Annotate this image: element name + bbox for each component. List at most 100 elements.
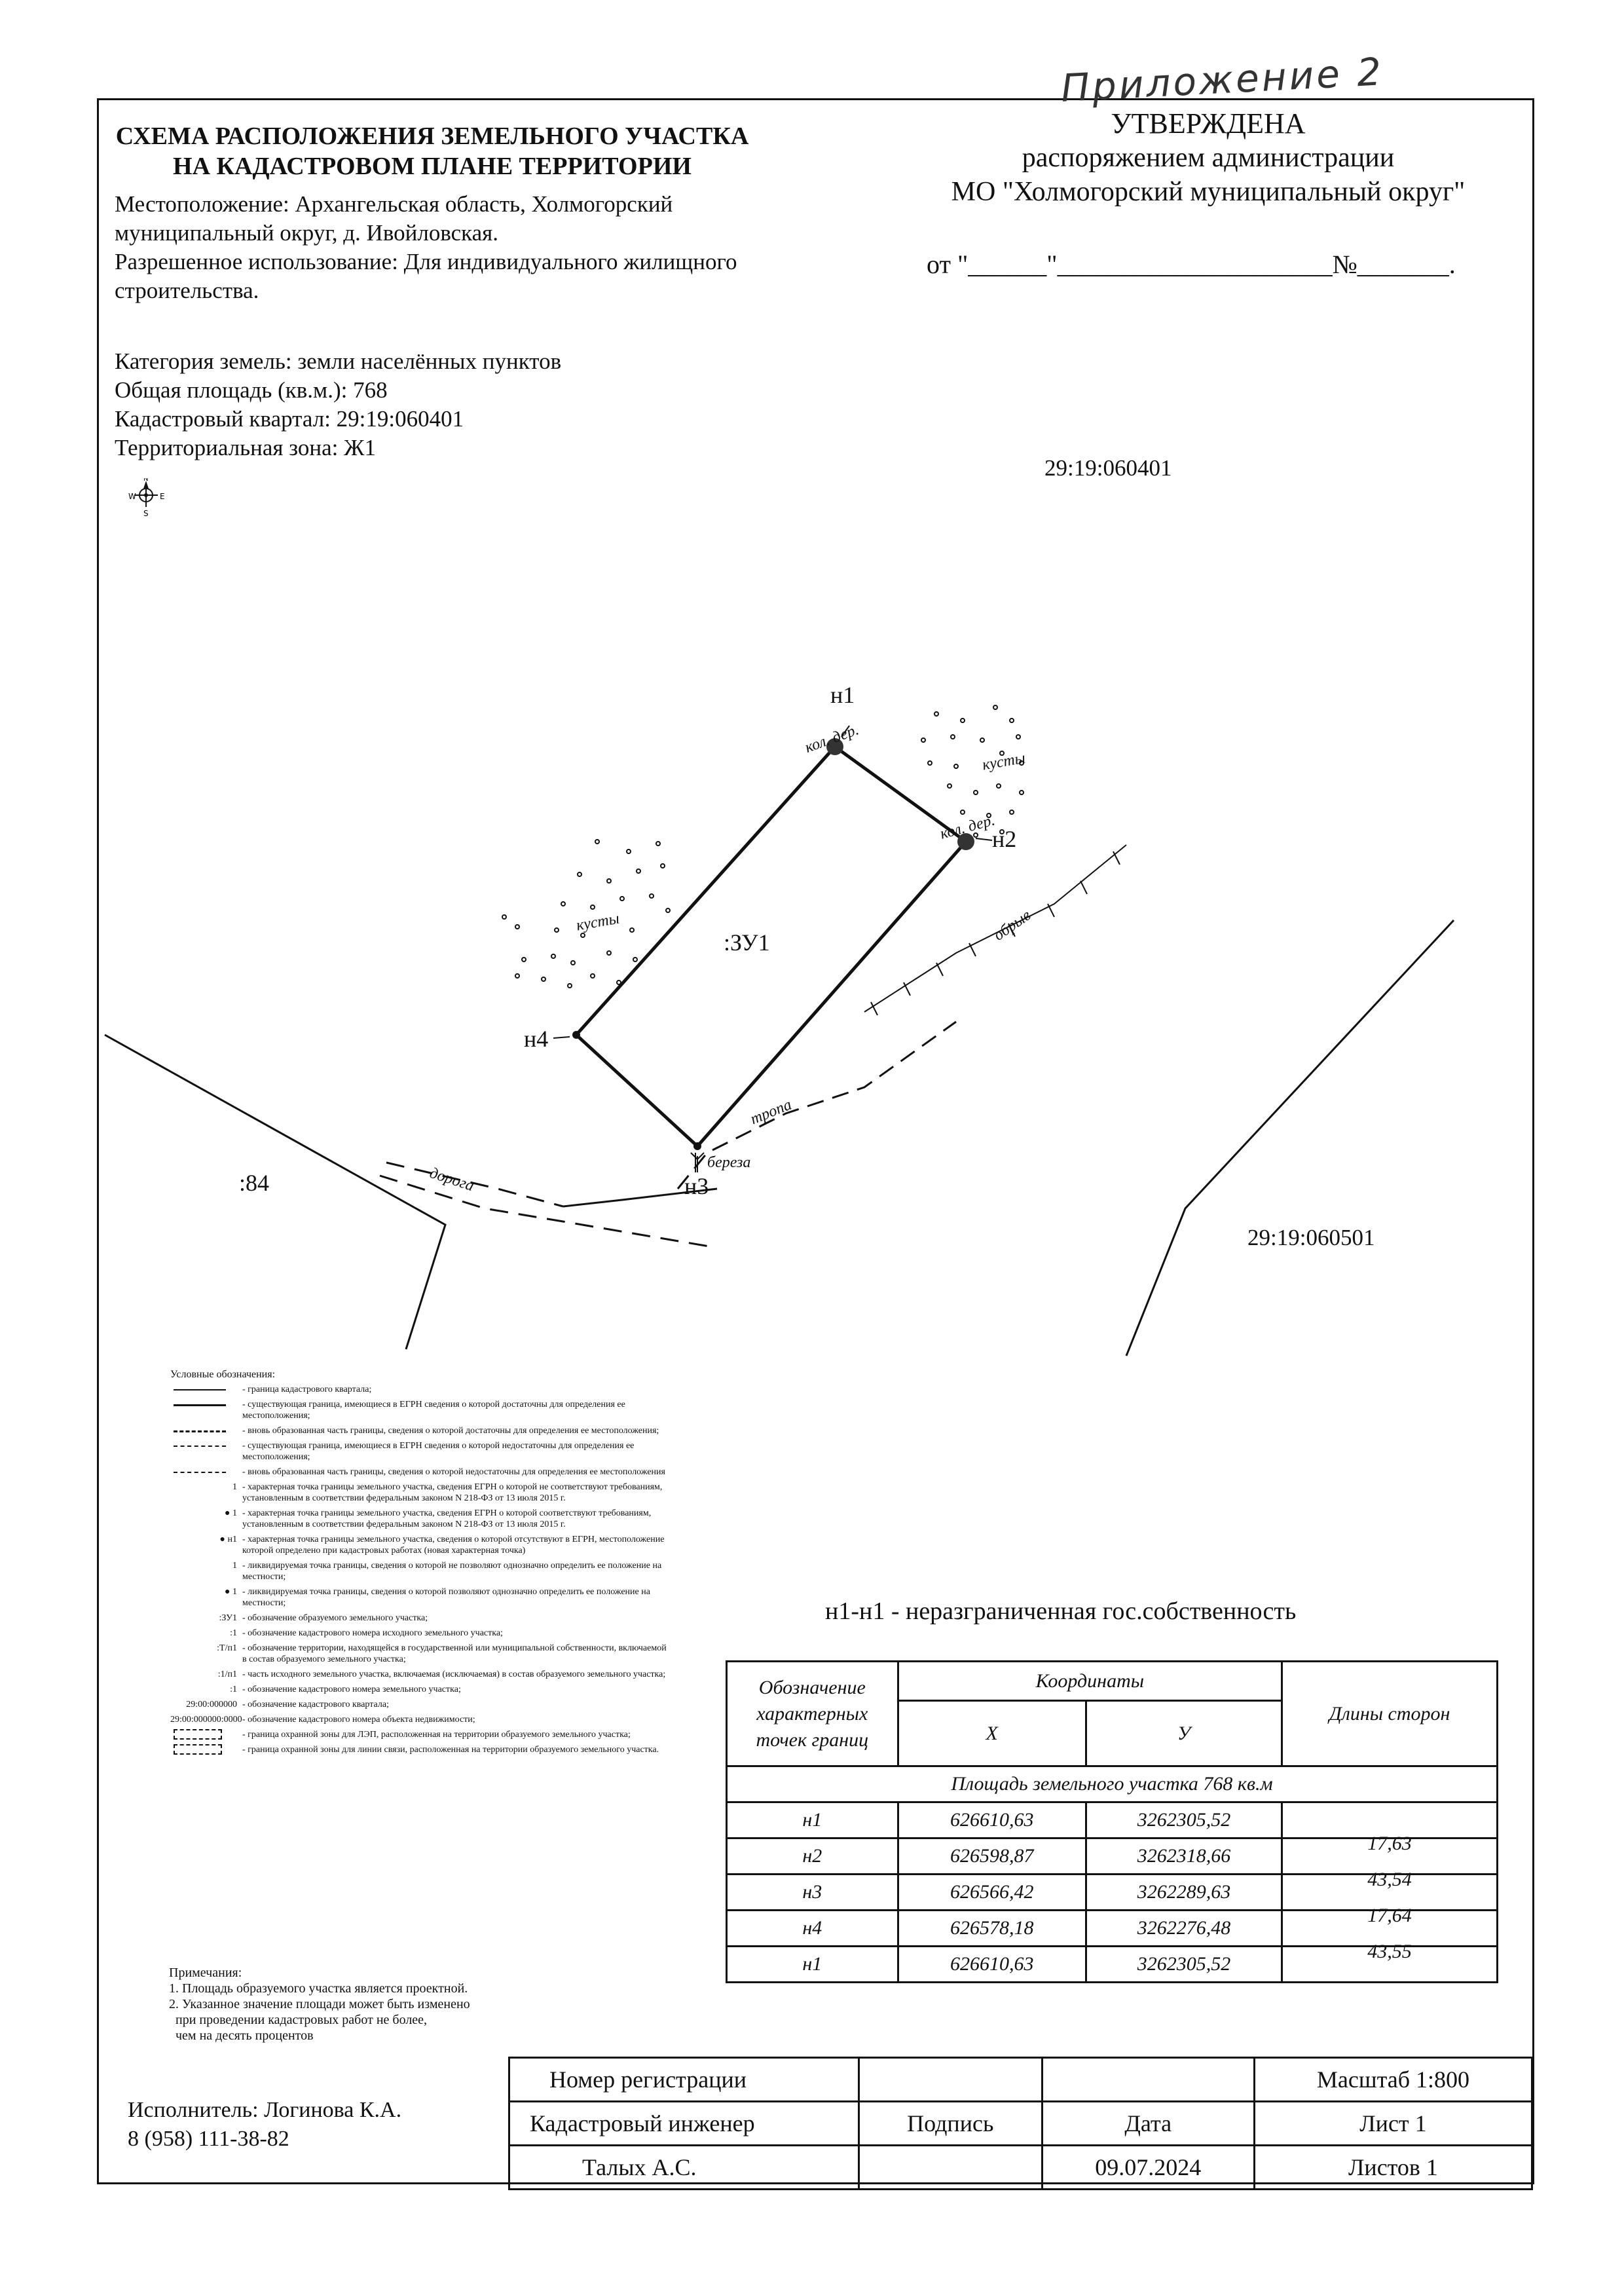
quarter-boundary-right [1125, 919, 1455, 1356]
legend-text: - вновь образованная часть границы, свед… [242, 1467, 665, 1477]
legend-item: - граница охранной зоны для ЛЭП, располо… [170, 1729, 668, 1740]
birch-icon [690, 1152, 705, 1172]
legend-item: 1- характерная точка границы земельного … [170, 1482, 668, 1504]
cell-x: 626598,87 [896, 1837, 1087, 1875]
land-category: Категория земель: земли населённых пункт… [115, 348, 562, 374]
point-n2-label: н2 [992, 826, 1017, 852]
road-line-lower [379, 1174, 718, 1249]
title-block-stamp: Номер регистрации Масштаб 1:800 Кадастро… [507, 2057, 1534, 2190]
sheet-label: Лист 1 [1253, 2100, 1534, 2146]
legend-symbol: 29:00:000000:0000 [170, 1715, 242, 1725]
cell-pt: н1 [726, 1945, 899, 1983]
legend-item: 29:00:000000- обозначение кадастрового к… [170, 1699, 668, 1710]
legend-symbol: 1 [232, 1482, 237, 1492]
legend-text: - граница кадастрового квартала; [242, 1385, 372, 1394]
cell-pt: н3 [726, 1873, 899, 1911]
legend-text: - граница охранной зоны для линии связи,… [242, 1745, 659, 1755]
legend-text: - ликвидируемая точка границы, сведения … [242, 1587, 650, 1608]
legend-symbol [170, 1744, 242, 1755]
cell-pt: н1 [726, 1801, 899, 1839]
cell-x: 626610,63 [896, 1945, 1087, 1983]
cell-y: 3262305,52 [1084, 1801, 1283, 1839]
legend-text: - обозначение территории, находящейся в … [242, 1643, 667, 1664]
side-length: 43,55 [1367, 1941, 1412, 1962]
road-line-upper [386, 1161, 564, 1208]
point-n1-label: н1 [830, 682, 855, 708]
date-value: 09.07.2024 [1041, 2144, 1255, 2190]
title-line-2: НА КАДАСТРОВОМ ПЛАНЕ ТЕРРИТОРИИ [173, 153, 692, 180]
legend-symbol [170, 1384, 242, 1394]
legend-symbol: :Т/п1 [217, 1643, 237, 1653]
sheets-count: Листов 1 [1253, 2144, 1534, 2190]
cadastral-map [104, 705, 1455, 1356]
cliff-line [864, 844, 1127, 1013]
legend-symbol: ● н1 [219, 1535, 237, 1544]
cell-y: 3262276,48 [1084, 1909, 1283, 1947]
compass-rose: W E N S [110, 476, 169, 531]
territorial-zone: Территориальная зона: Ж1 [115, 435, 376, 460]
legend-symbol: 1 [232, 1561, 237, 1571]
cell-x: 626578,18 [896, 1909, 1087, 1947]
legend-symbol [170, 1399, 242, 1409]
legend-text: - обозначение образуемого земельного уча… [242, 1613, 428, 1623]
usage-line-2: строительства. [115, 278, 259, 303]
cell-y: 3262318,66 [1084, 1837, 1283, 1875]
point-n3-marker [693, 1142, 701, 1150]
cell-y: 3262289,63 [1084, 1873, 1283, 1911]
cadastral-quarter: Кадастровый квартал: 29:19:060401 [115, 406, 464, 432]
legend-text: - характерная точка границы земельного у… [242, 1535, 665, 1556]
executor-phone: 8 (958) 111-38-82 [128, 2127, 289, 2151]
approval-title: УТВЕРЖДЕНА [1111, 107, 1306, 140]
legend-symbol: :1/п1 [217, 1670, 237, 1679]
legend-symbol [170, 1729, 242, 1740]
signature-cell [858, 2144, 1043, 2190]
compass-s: S [143, 509, 149, 518]
legend-text: - часть исходного земельного участка, вк… [242, 1670, 666, 1679]
executor-name: Исполнитель: Логинова К.А. [128, 2098, 402, 2122]
signature-label: Подпись [858, 2100, 1043, 2146]
legend-text: - существующая граница, имеющиеся в ЕГРН… [242, 1400, 625, 1421]
legend-item: 29:00:000000:0000- обозначение кадастров… [170, 1714, 668, 1725]
cell-y: 3262305,52 [1084, 1945, 1283, 1983]
legend-text: - обозначение кадастрового номера объект… [242, 1715, 475, 1725]
usage-line-1: Разрешенное использование: Для индивидуа… [115, 249, 737, 274]
point-n4-marker [572, 1031, 580, 1039]
cell-x: 626610,63 [896, 1801, 1087, 1839]
cell-length [1281, 1801, 1498, 1839]
cell-pt: н4 [726, 1909, 899, 1947]
legend-item: :1 - обозначение кадастрового номера исхо… [170, 1628, 668, 1639]
legend-text: - обозначение кадастрового номера исходн… [242, 1628, 503, 1638]
executor-block: Исполнитель: Логинова К.А. 8 (958) 111-3… [128, 2096, 401, 2154]
legend-item: :1- обозначение кадастрового номера земе… [170, 1684, 668, 1695]
cliff-ticks [870, 851, 1120, 1016]
legend-text: - вновь образованная часть границы, свед… [242, 1426, 659, 1436]
legend-rows: - граница кадастрового квартала; - сущест… [170, 1384, 668, 1755]
parcel-84-label: :84 [239, 1170, 270, 1196]
point-n3-label: н3 [684, 1173, 709, 1199]
point-n1-marker [826, 738, 843, 755]
legend-item: - существующая граница, имеющиеся в ЕГРН… [170, 1399, 668, 1421]
legend-title: Условные обозначения: [170, 1369, 276, 1380]
compass-e: E [160, 492, 165, 501]
legend: Условные обозначения: - граница кадастро… [170, 1369, 668, 1759]
legend-text: - обозначение кадастрового номера земель… [242, 1685, 461, 1694]
approval-line-3: МО "Холмогорский муниципальный округ" [951, 177, 1466, 207]
legend-symbol: 29:00:000000 [186, 1700, 237, 1709]
legend-symbol: :1 [230, 1628, 237, 1638]
legend-item: 1- ликвидируемая точка границы, сведения… [170, 1560, 668, 1582]
legend-item: ● 1- характерная точка границы земельног… [170, 1508, 668, 1530]
engineer-name: Талых А.С. [507, 2144, 860, 2190]
legend-symbol: :ЗУ1 [219, 1613, 237, 1623]
legend-item: - граница кадастрового квартала; [170, 1384, 668, 1395]
point-n2-marker [957, 833, 974, 850]
notes-title: Примечания: [169, 1966, 242, 1980]
date-label: Дата [1041, 2100, 1255, 2146]
scale-label: Масштаб 1:800 [1253, 2057, 1534, 2102]
header-point: Обозначение характерных точек границ [726, 1660, 899, 1767]
cell-length: 17,63 [1281, 1833, 1498, 1875]
title-line-1: СХЕМА РАСПОЛОЖЕНИЯ ЗЕМЕЛЬНОГО УЧАСТКА [115, 122, 749, 150]
parcel-zu1-label: :ЗУ1 [724, 929, 770, 956]
